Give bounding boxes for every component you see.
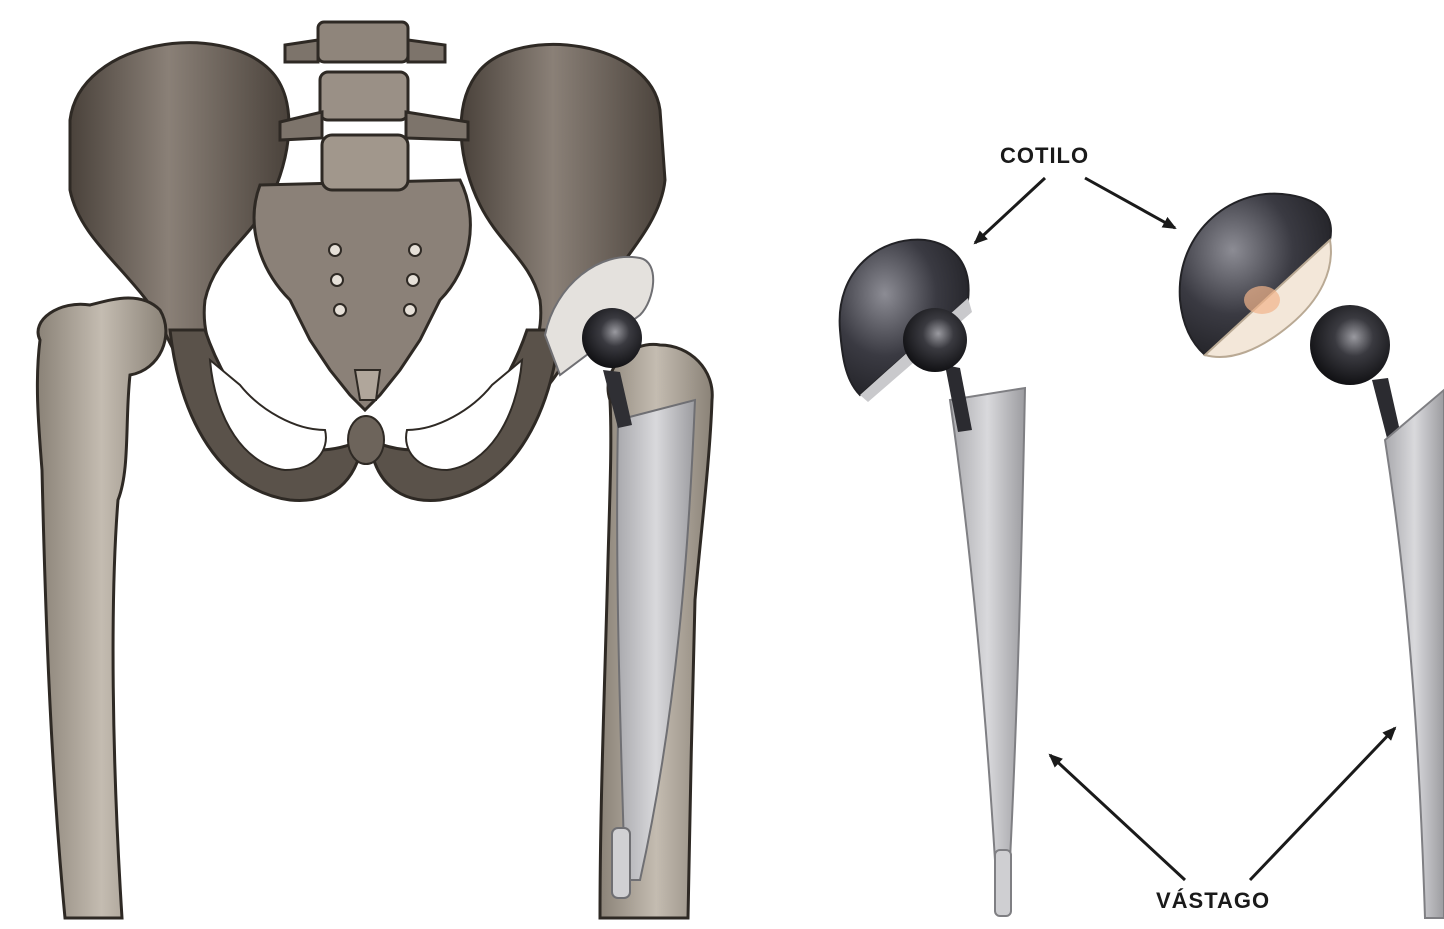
label-cotilo: COTILO — [1000, 143, 1089, 169]
prosthesis-exploded — [1180, 194, 1444, 918]
stem-tip — [612, 828, 630, 898]
arrow-vastago-right — [1250, 728, 1395, 880]
label-vastago: VÁSTAGO — [1156, 888, 1270, 914]
coccyx — [355, 370, 380, 400]
left-femur — [37, 298, 166, 918]
vertebra-top — [318, 22, 408, 62]
stem-assembled-tip — [995, 850, 1011, 916]
pelvis-illustration — [37, 22, 712, 918]
vertebra-mid — [320, 72, 408, 120]
stem-exploded — [1385, 390, 1444, 918]
cup-exploded-liner-spot — [1244, 286, 1280, 314]
arrow-cotilo-left — [975, 178, 1045, 243]
prosthesis-assembled — [840, 240, 1025, 916]
pubic-symphysis — [348, 416, 384, 464]
femoral-head-exploded — [1310, 305, 1390, 385]
implanted-femoral-head — [582, 308, 642, 368]
arrow-cotilo-right — [1085, 178, 1175, 228]
stem-assembled — [950, 388, 1025, 860]
femoral-head-assembled — [903, 308, 967, 372]
arrow-vastago-left — [1050, 755, 1185, 880]
vertebra-low — [322, 135, 408, 190]
